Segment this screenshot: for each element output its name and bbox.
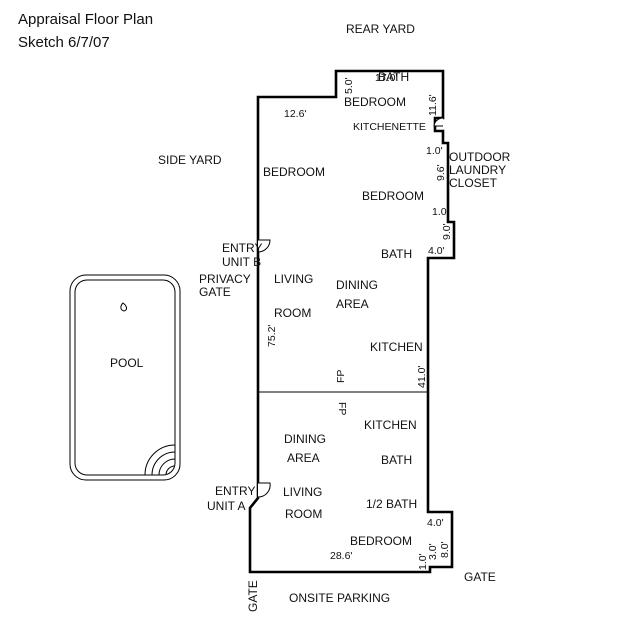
unit-a-living-label-1: LIVING	[283, 485, 322, 499]
dim-9-6: 9.6'	[435, 164, 447, 181]
dim-1-0-c: 1.0'	[417, 553, 429, 570]
dim-11-6: 11.6'	[427, 94, 439, 116]
building-outline	[248, 69, 456, 574]
kitchenette-label: KITCHENETTE	[353, 121, 426, 133]
outdoor-closet-label-2: LAUNDRY	[449, 163, 506, 177]
half-bath-label: 1/2 BATH	[366, 497, 417, 511]
unit-b-living-label-1: LIVING	[274, 272, 313, 286]
unit-a-living-label-2: ROOM	[285, 507, 322, 521]
unit-a-dining-label-2: AREA	[287, 451, 320, 465]
dim-75-2: 75.2'	[266, 325, 278, 347]
privacy-gate-label-2: GATE	[199, 285, 231, 299]
unit-b-kitchen-label: KITCHEN	[370, 340, 423, 354]
dim-5-0: 5.0'	[343, 77, 355, 94]
dim-28-6: 28.6'	[330, 550, 352, 562]
plan-title: Appraisal Floor Plan	[18, 11, 153, 28]
unit-a-fireplace-label: FP	[336, 402, 348, 415]
outdoor-closet-label-3: CLOSET	[449, 176, 498, 190]
outdoor-closet-label-1: OUTDOOR	[449, 150, 511, 164]
unit-a-entry-label-1: ENTRY	[215, 484, 255, 498]
unit-a-entry-door-icon	[257, 482, 271, 498]
dim-41-0: 41.0'	[416, 366, 428, 388]
dim-4-0-a: 4.0'	[428, 245, 445, 257]
unit-a-bedroom-label: BEDROOM	[350, 534, 412, 548]
unit-b-entry-label-1: ENTRY	[222, 241, 262, 255]
gate-right-label: GATE	[464, 570, 496, 584]
dim-17-0-label: 17.0'	[375, 72, 397, 84]
bedroom-mid-label: BEDROOM	[362, 189, 424, 203]
side-yard-label: SIDE YARD	[158, 153, 222, 167]
dim-1-0-a: 1.0'	[426, 145, 443, 157]
rear-yard-label: REAR YARD	[346, 22, 415, 36]
dim-1-0-b: 1.0'	[432, 206, 449, 218]
dim-4-0-b: 4.0'	[427, 517, 444, 529]
gate-left-label: GATE	[246, 580, 260, 612]
unit-b-dining-label-1: DINING	[336, 278, 378, 292]
bath-top-label: BATH	[378, 70, 409, 84]
dim-8-0: 8.0'	[439, 541, 451, 558]
pool-steps-icon	[144, 444, 176, 476]
unit-b-bath-label: BATH	[381, 247, 412, 261]
privacy-gate-label-1: PRIVACY	[199, 272, 251, 286]
unit-a-dining-label-1: DINING	[284, 432, 326, 446]
pool-label: POOL	[110, 356, 144, 370]
unit-b-dining-label-2: AREA	[336, 297, 369, 311]
dim-12-6: 12.6'	[284, 108, 306, 120]
onsite-parking-label: ONSITE PARKING	[289, 591, 390, 605]
unit-b-fireplace-label: FP	[335, 370, 347, 383]
unit-a-bath-label: BATH	[381, 453, 412, 467]
pool-drain-icon	[120, 302, 127, 312]
unit-b-living-label-2: ROOM	[274, 306, 311, 320]
dim-3-0: 3.0'	[427, 543, 439, 560]
pool-outline	[69, 274, 181, 481]
pool-inner-edge	[74, 279, 176, 476]
dim-9-0: 9.0'	[441, 223, 453, 240]
unit-a-kitchen-label: KITCHEN	[364, 418, 417, 432]
unit-b-entry-door-icon	[257, 239, 271, 253]
unit-a-entry-label-2: UNIT A	[207, 499, 245, 513]
plan-date: Sketch 6/7/07	[18, 34, 110, 51]
bedroom-left-label: BEDROOM	[263, 165, 325, 179]
bedroom-top-label: BEDROOM	[344, 95, 406, 109]
kitchenette-door-icon	[433, 117, 444, 127]
unit-b-entry-label-2: UNIT B	[222, 255, 261, 269]
